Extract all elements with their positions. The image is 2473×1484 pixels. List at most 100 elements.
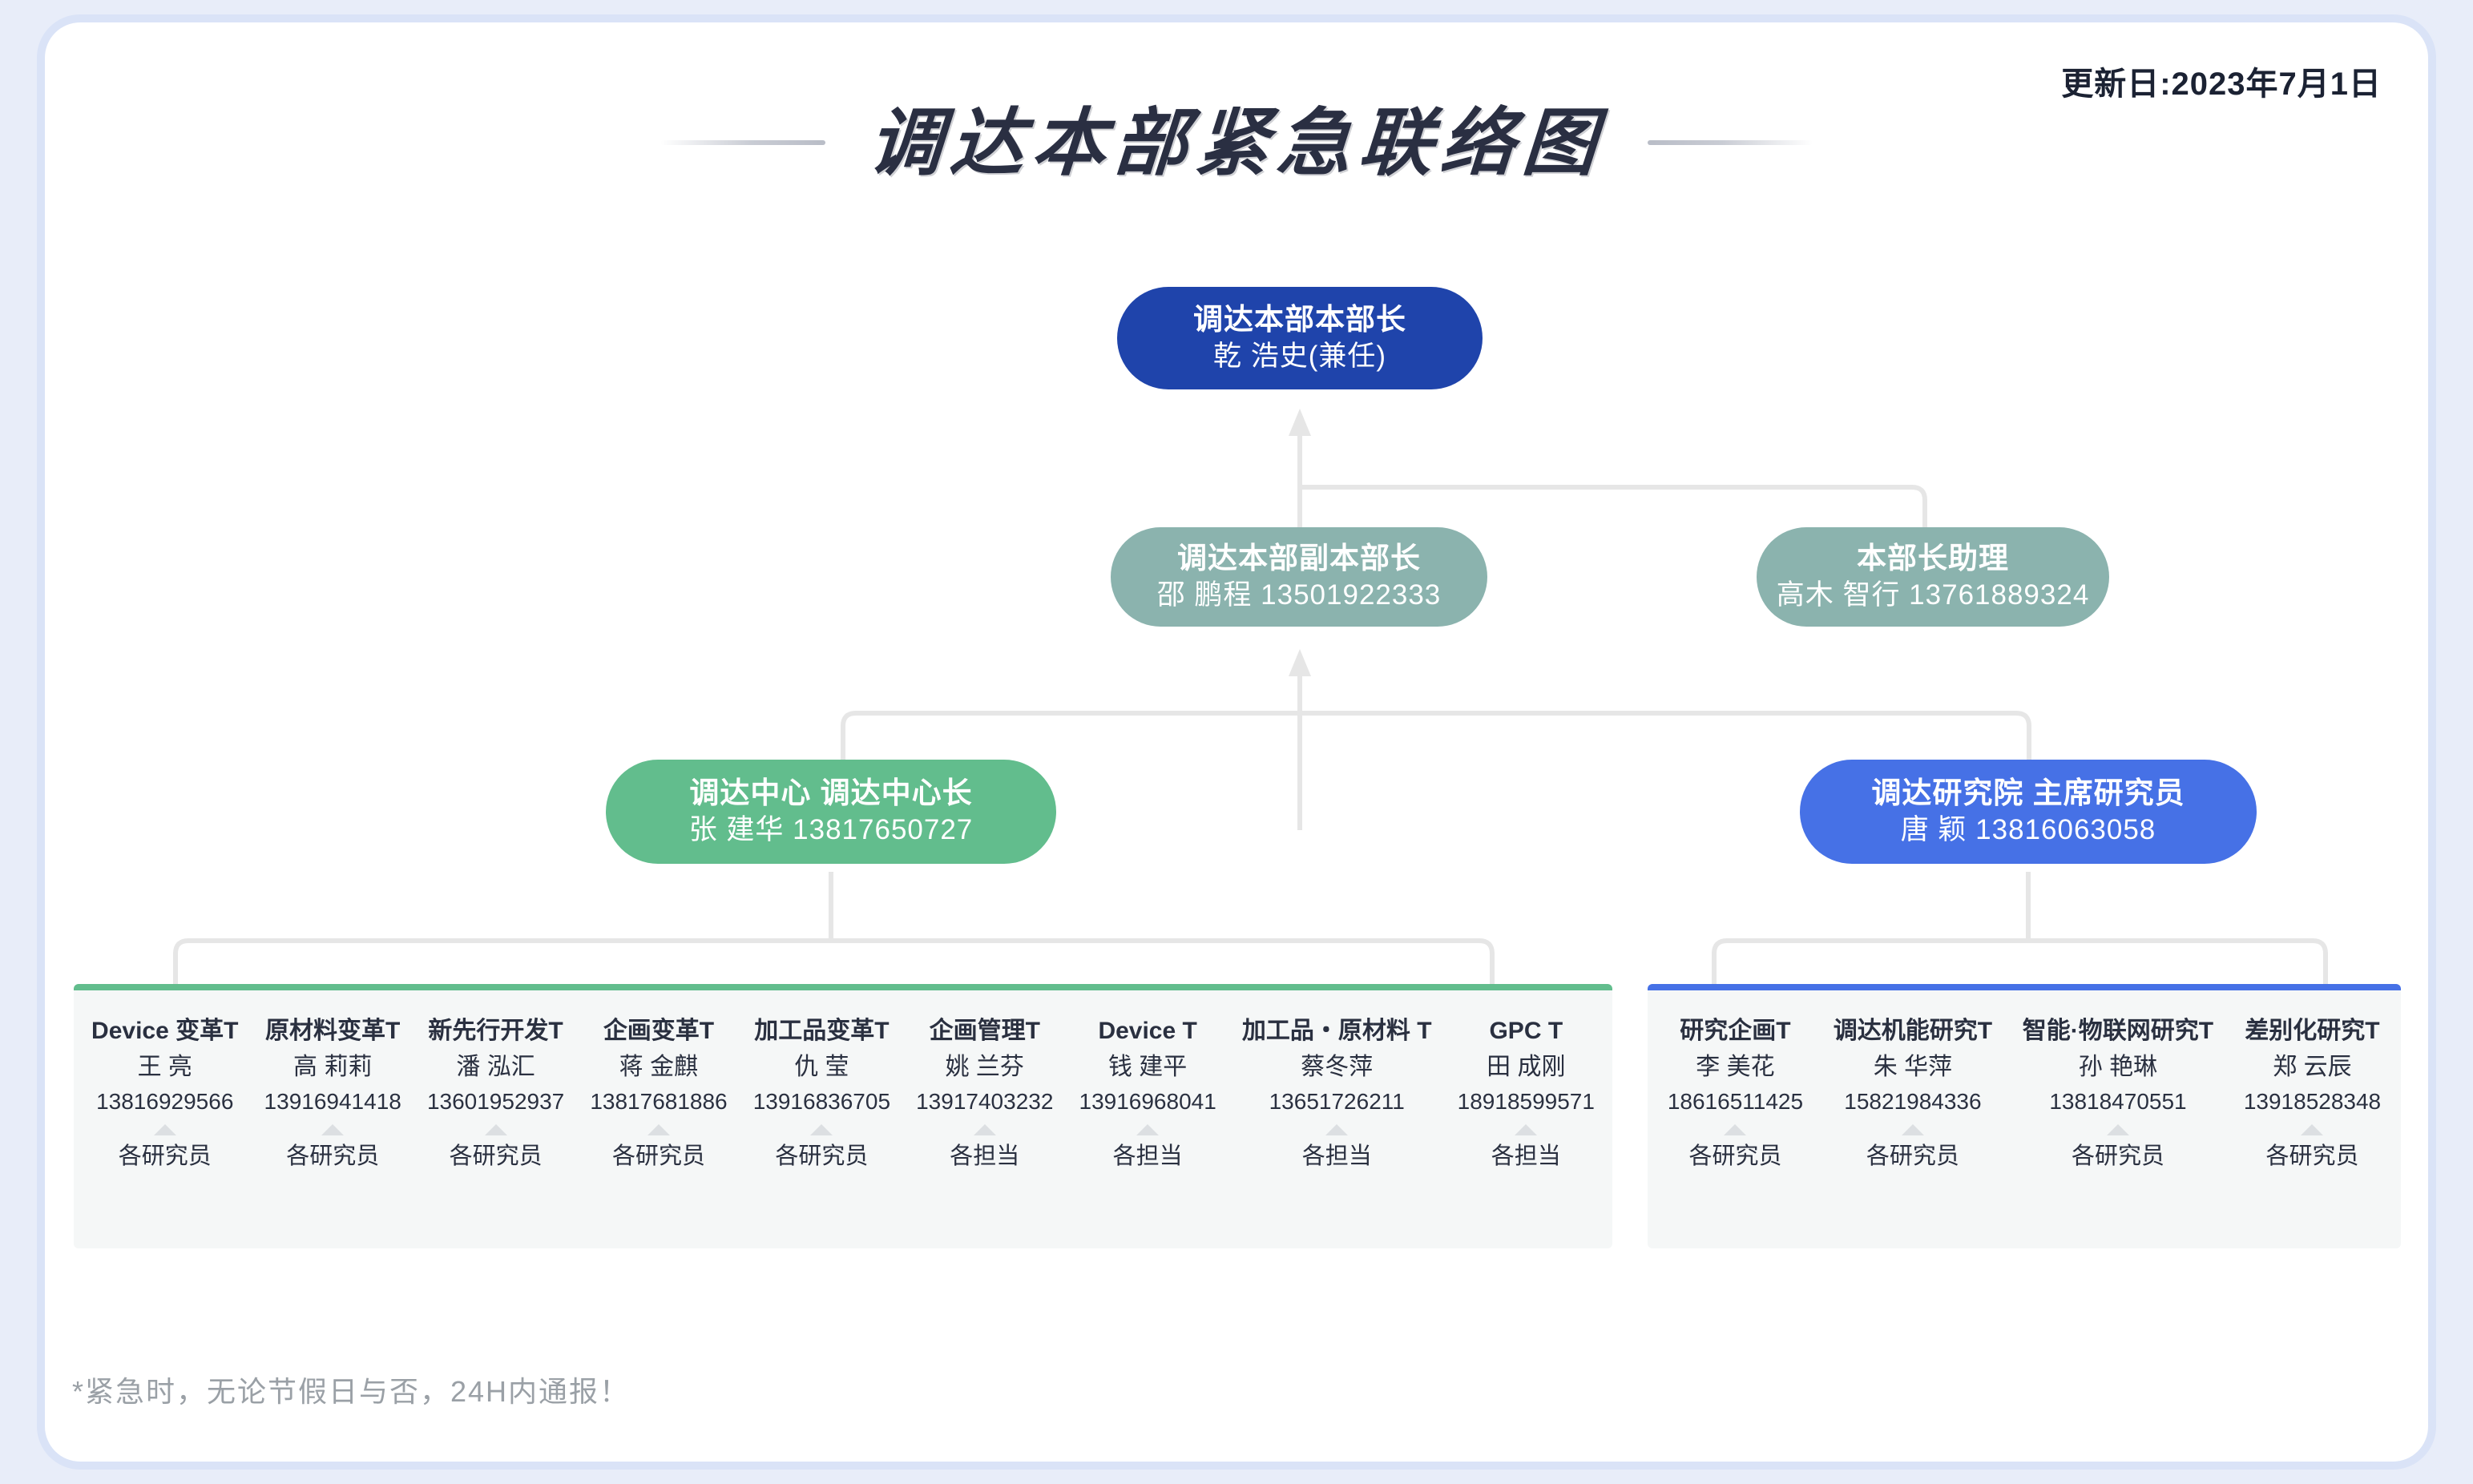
team-column[interactable]: 加工品变革T 仇 莹 13916836705 各研究员 [753, 1018, 890, 1170]
triangle-up-icon [973, 1123, 996, 1135]
team-role-label: 各研究员 [2265, 1143, 2359, 1169]
node-head-of-division[interactable]: 调达本部本部长 乾 浩史(兼任) [1117, 287, 1483, 389]
team-column[interactable]: GPC T 田 成刚 18918599571 各担当 [1458, 1018, 1595, 1170]
node-person: 邵 鹏程 13501922333 [1156, 579, 1442, 611]
triangle-up-icon [484, 1123, 507, 1135]
team-role-label: 各研究员 [1688, 1143, 1782, 1169]
team-name: 原材料变革T [265, 1018, 401, 1044]
team-person-name: 蔡冬萍 [1301, 1054, 1374, 1080]
team-column[interactable]: 研究企画T 李 美花 18616511425 各研究员 [1668, 1018, 1803, 1170]
team-column[interactable]: 调达机能研究T 朱 华萍 15821984336 各研究员 [1834, 1018, 1992, 1170]
triangle-up-icon [647, 1123, 670, 1135]
triangle-up-icon [1515, 1123, 1538, 1135]
team-person-name: 姚 兰芬 [945, 1054, 1024, 1080]
team-phone-number: 13916968041 [1079, 1089, 1216, 1114]
team-role-label: 各研究员 [611, 1143, 705, 1169]
team-name: Device 变革T [91, 1018, 239, 1044]
team-role-label: 各研究员 [1866, 1143, 1959, 1169]
team-person-name: 钱 建平 [1107, 1054, 1188, 1080]
triangle-up-icon [1901, 1123, 1924, 1135]
team-column[interactable]: 智能·物联网研究T 孙 艳琳 13818470551 各研究员 [2023, 1018, 2213, 1170]
triangle-up-icon [153, 1123, 176, 1135]
team-person-name: 王 亮 [137, 1054, 192, 1080]
team-person-name: 孙 艳琳 [2078, 1054, 2158, 1080]
title-row: 调达本部紧急联络图 [45, 99, 2428, 186]
team-phone-number: 13916941418 [264, 1089, 401, 1114]
node-person: 唐 颖 13816063058 [1900, 814, 2156, 846]
team-role-label: 各担当 [1491, 1143, 1561, 1169]
team-role-label: 各担当 [1112, 1143, 1183, 1169]
team-person-name: 郑 云辰 [2273, 1054, 2352, 1080]
team-phone-number: 13918528348 [2243, 1089, 2382, 1114]
team-person-name: 潘 泓汇 [456, 1054, 535, 1080]
node-title: 调达研究院 主席研究员 [1871, 776, 2185, 809]
contact-chart-card: 更新日:2023年7月1日 调达本部紧急联络图 调达本部本部长 乾 浩史 [45, 22, 2428, 1462]
team-phone-number: 13651726211 [1269, 1089, 1405, 1114]
team-phone-number: 13818470551 [2049, 1089, 2187, 1114]
team-phone-number: 13817681886 [590, 1089, 728, 1114]
team-name: 加工品变革T [754, 1018, 890, 1044]
team-role-label: 各研究员 [2071, 1143, 2164, 1169]
team-phone-number: 15821984336 [1844, 1089, 1982, 1114]
team-name: 企画管理T [929, 1018, 1040, 1044]
team-column[interactable]: 差别化研究T 郑 云辰 13918528348 各研究员 [2244, 1018, 2381, 1170]
node-procurement-center[interactable]: 调达中心 调达中心长 张 建华 13817650727 [606, 760, 1056, 864]
team-name: 企画变革T [603, 1018, 715, 1044]
triangle-up-icon [1325, 1123, 1349, 1135]
team-person-name: 高 莉莉 [293, 1054, 373, 1080]
node-deputy-head[interactable]: 调达本部副本部长 邵 鹏程 13501922333 [1111, 527, 1487, 627]
team-role-label: 各研究员 [775, 1143, 869, 1169]
node-person: 张 建华 13817650727 [688, 814, 974, 846]
triangle-up-icon [1724, 1123, 1747, 1135]
node-title: 调达本部本部长 [1193, 302, 1406, 336]
update-date: 更新日:2023年7月1日 [2061, 67, 2382, 102]
footnote: *紧急时，无论节假日与否，24H内通报！ [72, 1375, 631, 1408]
team-name: 新先行开发T [428, 1018, 563, 1044]
triangle-up-icon [2106, 1123, 2129, 1135]
team-role-label: 各研究员 [449, 1143, 543, 1169]
node-title: 本部长助理 [1857, 541, 2009, 575]
team-role-label: 各研究员 [286, 1143, 380, 1169]
triangle-up-icon [2301, 1123, 2324, 1135]
node-person: 高木 智行 13761889324 [1776, 579, 2090, 611]
team-person-name: 仇 莹 [794, 1054, 849, 1080]
team-phone-number: 13816929566 [96, 1089, 234, 1114]
team-phone-number: 13916836705 [752, 1089, 891, 1114]
title-rule-right [1648, 140, 1813, 145]
team-name: GPC T [1489, 1018, 1563, 1044]
node-research-institute[interactable]: 调达研究院 主席研究员 唐 颖 13816063058 [1800, 760, 2257, 864]
team-column[interactable]: 新先行开发T 潘 泓汇 13601952937 各研究员 [427, 1018, 564, 1170]
title-rule-left [660, 140, 825, 145]
node-title: 调达本部副本部长 [1177, 541, 1421, 575]
team-role-label: 各担当 [1301, 1143, 1372, 1169]
team-name: 差别化研究T [2245, 1018, 2380, 1044]
team-name: 研究企画T [1680, 1018, 1791, 1044]
team-column[interactable]: 企画管理T 姚 兰芬 13917403232 各担当 [916, 1018, 1053, 1170]
team-phone-number: 18616511425 [1667, 1089, 1804, 1114]
team-column[interactable]: 加工品・原材料 T 蔡冬萍 13651726211 各担当 [1242, 1018, 1432, 1170]
team-panel-institute: 研究企画T 李 美花 18616511425 各研究员 调达机能研究T 朱 华萍 15821… [1648, 984, 2401, 1248]
team-person-name: 李 美花 [1696, 1054, 1775, 1080]
team-role-label: 各研究员 [118, 1143, 212, 1169]
team-person-name: 蒋 金麒 [619, 1054, 699, 1080]
triangle-up-icon [321, 1123, 345, 1135]
team-role-label: 各担当 [950, 1143, 1020, 1169]
triangle-up-icon [810, 1123, 833, 1135]
team-name: 智能·物联网研究T [2022, 1018, 2214, 1044]
team-column[interactable]: 原材料变革T 高 莉莉 13916941418 各研究员 [264, 1018, 401, 1170]
team-column[interactable]: 企画变革T 蒋 金麒 13817681886 各研究员 [590, 1018, 727, 1170]
page-title: 调达本部紧急联络图 [865, 99, 1608, 186]
team-person-name: 田 成刚 [1487, 1054, 1566, 1080]
team-person-name: 朱 华萍 [1873, 1054, 1953, 1080]
team-column[interactable]: Device 变革T 王 亮 13816929566 各研究员 [91, 1018, 238, 1170]
team-phone-number: 18918599571 [1457, 1089, 1595, 1114]
team-name: 调达机能研究T [1833, 1018, 1993, 1044]
team-name: 加工品・原材料 T [1241, 1018, 1432, 1044]
triangle-up-icon [1136, 1123, 1160, 1135]
team-panel-center: Device 变革T 王 亮 13816929566 各研究员 原材料变革T 高 莉莉 13… [74, 984, 1612, 1248]
node-head-assistant[interactable]: 本部长助理 高木 智行 13761889324 [1757, 527, 2109, 627]
team-phone-number: 13601952937 [426, 1089, 565, 1114]
team-column[interactable]: Device T 钱 建平 13916968041 各担当 [1079, 1018, 1216, 1170]
team-phone-number: 13917403232 [916, 1089, 1054, 1114]
team-name: Device T [1098, 1018, 1197, 1044]
